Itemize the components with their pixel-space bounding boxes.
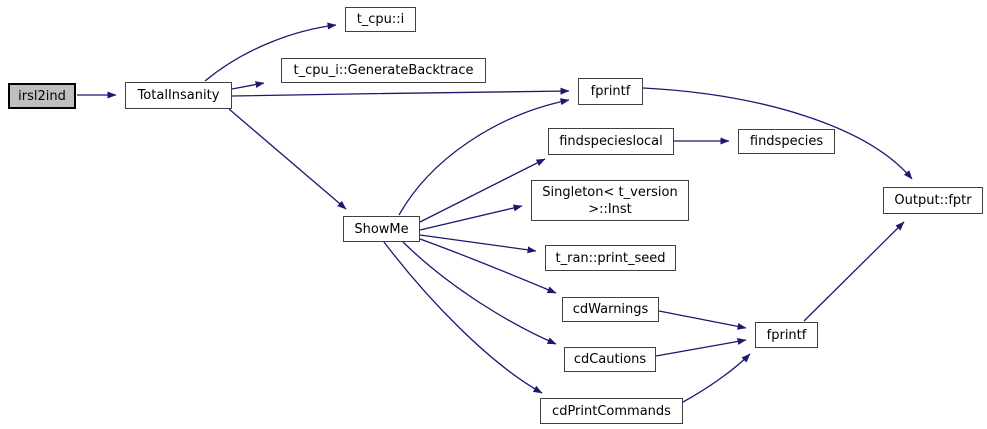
node-t-ran-print-seed[interactable]: t_ran::print_seed (545, 245, 676, 271)
edge-TotalInsanity-t_cpu_i (204, 22, 337, 82)
edge-TotalInsanity-fprintf-top (231, 87, 570, 97)
node-irsl2ind[interactable]: irsl2ind (8, 83, 76, 109)
edge-cdPrintCommands-fprintf-bottom (682, 353, 751, 403)
edge-ShowMe-cdWarnings (419, 238, 557, 294)
edge-ShowMe-print-seed (419, 234, 537, 254)
node-fprintf-bottom[interactable]: fprintf (755, 322, 818, 348)
edge-fprintf-top-Output-fptr (642, 87, 913, 180)
edge-TotalInsanity-ShowMe (228, 108, 347, 210)
node-findspecieslocal[interactable]: findspecieslocal (548, 128, 674, 155)
node-totalinsanity[interactable]: TotalInsanity (125, 82, 232, 109)
node-findspecies[interactable]: findspecies (738, 129, 835, 154)
node-t-cpu-i-generatebacktrace[interactable]: t_cpu_i::GenerateBacktrace (281, 58, 486, 83)
edge-TotalInsanity-GenerateBacktrace (231, 81, 265, 90)
node-cdcautions[interactable]: cdCautions (564, 347, 656, 372)
edge-ShowMe-Singleton-Inst (419, 204, 523, 231)
edge-cdCautions-fprintf-bottom (655, 338, 747, 357)
node-cdprintcommands[interactable]: cdPrintCommands (540, 398, 683, 424)
edge-ShowMe-findspecieslocal (419, 158, 546, 223)
edge-cdWarnings-fprintf-bottom (658, 310, 747, 330)
node-singleton-t-version-inst[interactable]: Singleton< t_version >::Inst (531, 180, 689, 221)
node-showme[interactable]: ShowMe (343, 216, 420, 242)
node-output-fptr[interactable]: Output::fptr (883, 187, 983, 214)
edge-ShowMe-cdCautions (402, 241, 557, 345)
node-cdwarnings[interactable]: cdWarnings (562, 297, 659, 322)
edge-ShowMe-fprintf-top (398, 98, 570, 216)
node-fprintf-top[interactable]: fprintf (578, 78, 643, 105)
edge-fprintf-bottom-Output-fptr (803, 221, 905, 322)
node-t-cpu-i[interactable]: t_cpu::i (345, 7, 416, 32)
edge-ShowMe-cdPrintCommands (383, 241, 543, 394)
